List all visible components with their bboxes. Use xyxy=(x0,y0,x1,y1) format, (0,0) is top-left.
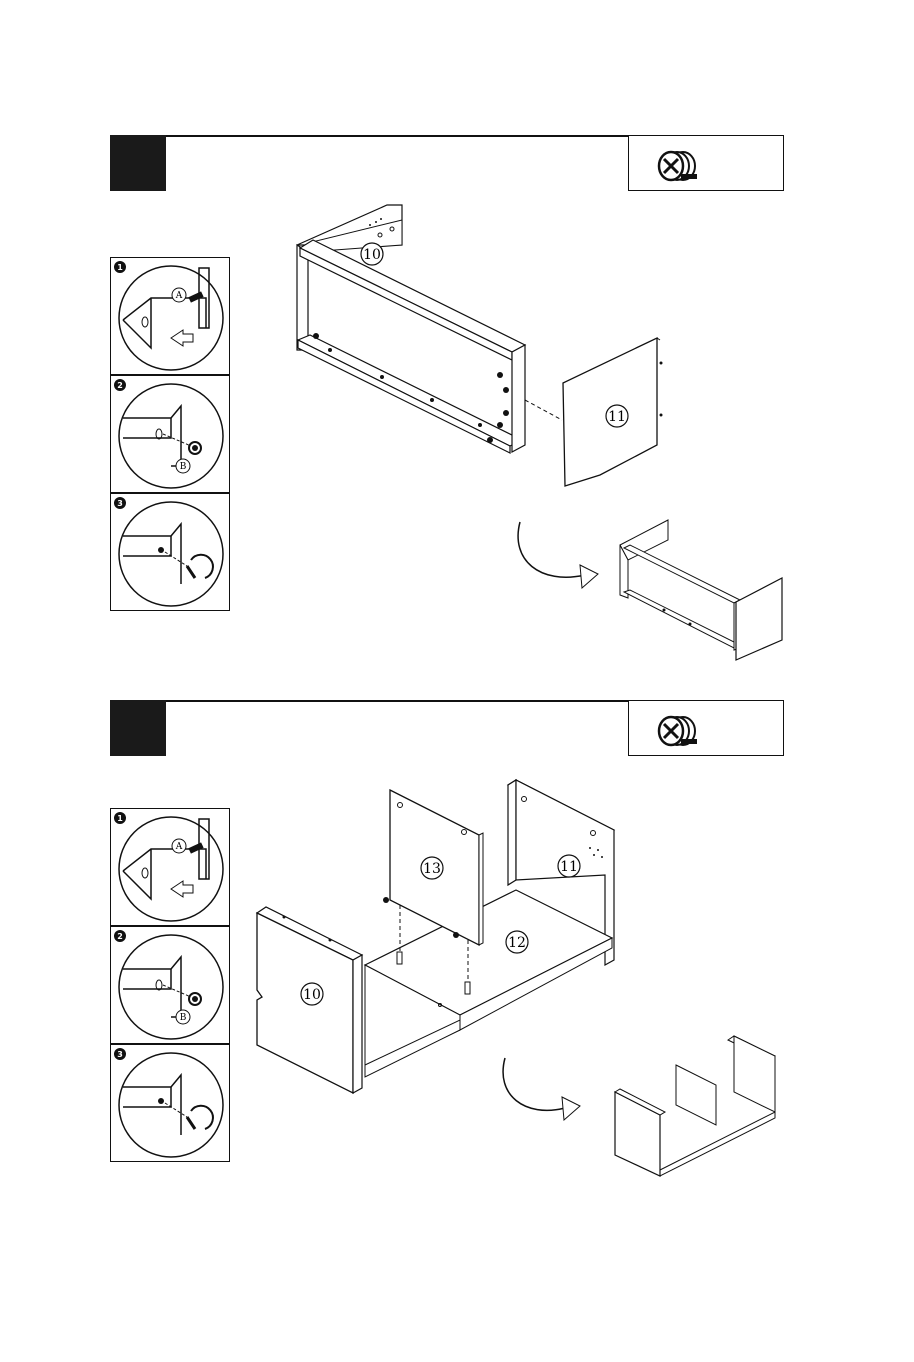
part-label-12: 12 xyxy=(508,935,526,951)
part-label-10: 10 xyxy=(303,987,321,1003)
curved-arrow-icon xyxy=(503,1058,565,1110)
part-label-11: 11 xyxy=(560,859,578,875)
part-label-13: 13 xyxy=(423,861,441,877)
